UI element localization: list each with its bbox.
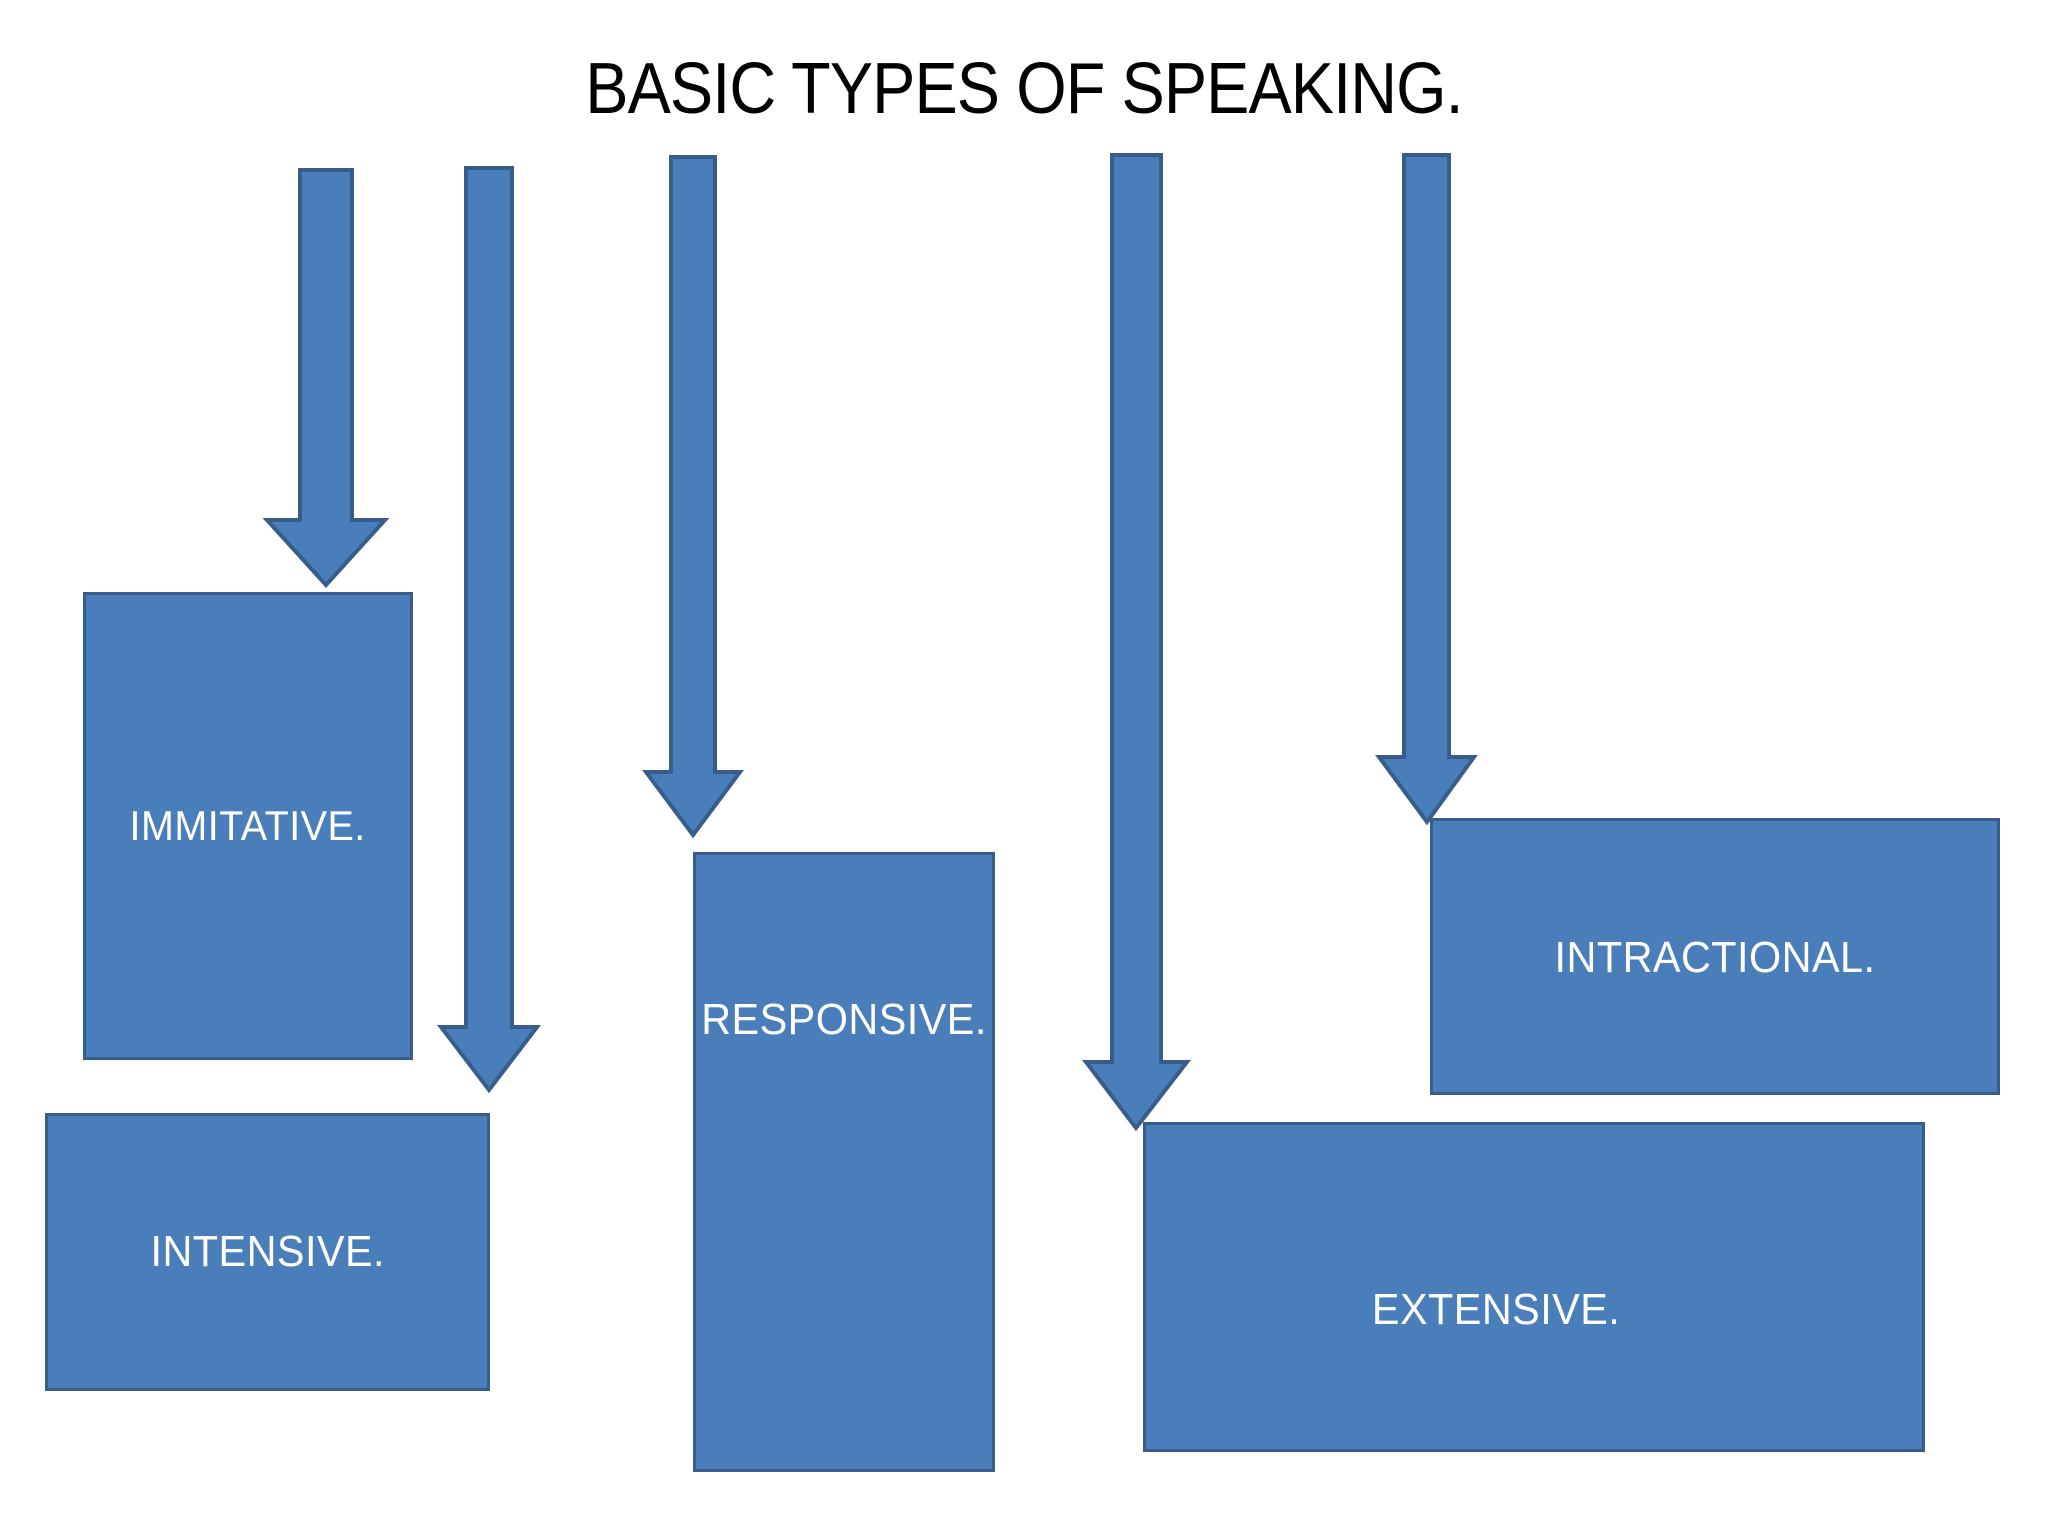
node-extensive[interactable]: EXTENSIVE. — [1143, 1122, 1925, 1452]
node-intensive[interactable]: INTENSIVE. — [45, 1113, 490, 1391]
node-responsive-label: RESPONSIVE. — [701, 995, 987, 1044]
down-arrow-icon — [642, 155, 744, 839]
node-immitative[interactable]: IMMITATIVE. — [83, 592, 413, 1060]
node-immitative-label: IMMITATIVE. — [129, 802, 367, 849]
page-title: BASIC TYPES OF SPEAKING. — [585, 49, 1463, 129]
node-responsive[interactable]: RESPONSIVE. — [693, 852, 995, 1472]
down-arrow-icon — [1081, 153, 1192, 1132]
down-arrow-icon — [262, 168, 390, 588]
node-intractional[interactable]: INTRACTIONAL. — [1430, 818, 2000, 1095]
node-intractional-label: INTRACTIONAL. — [1554, 933, 1876, 982]
node-extensive-label: EXTENSIVE. — [1371, 1285, 1621, 1334]
down-arrow-icon — [436, 166, 542, 1094]
node-intensive-label: INTENSIVE. — [150, 1227, 385, 1276]
down-arrow-icon — [1375, 153, 1478, 826]
